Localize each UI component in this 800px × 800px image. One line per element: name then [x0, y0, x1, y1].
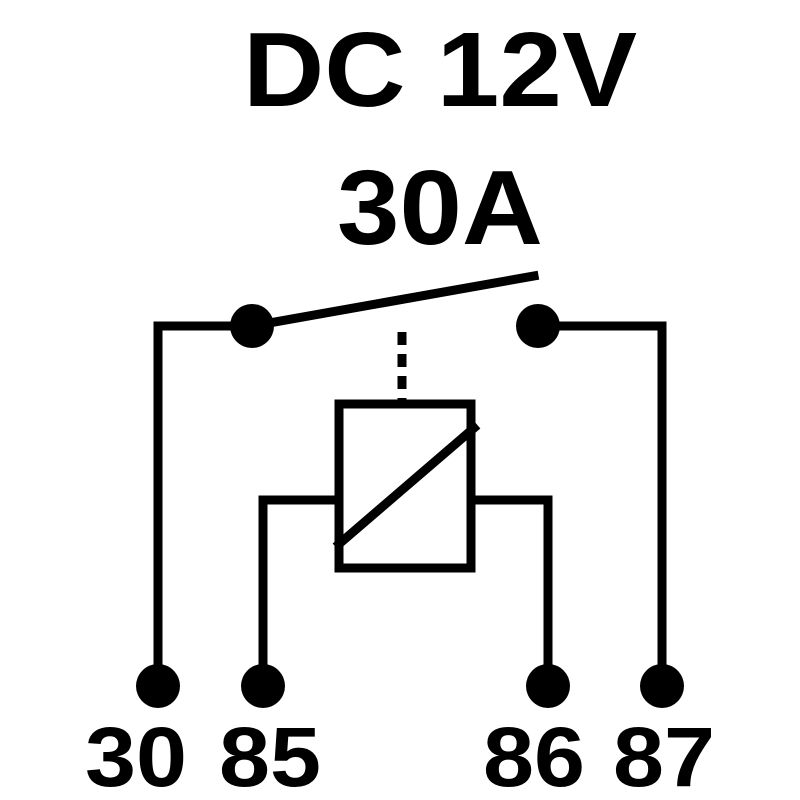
terminal-87 [640, 664, 684, 708]
wire-pin-85 [258, 495, 344, 689]
pin-label-85: 85 [219, 710, 321, 800]
voltage-rating: DC 12V [243, 11, 637, 129]
wire-pin-87 [533, 321, 667, 689]
switch-common-contact [230, 304, 274, 348]
wire-pin-86 [466, 495, 553, 689]
switch-arm [246, 270, 540, 332]
switch-no-contact [516, 304, 560, 348]
terminal-85 [241, 664, 285, 708]
pin-label-30: 30 [85, 710, 187, 800]
pin-label-86: 86 [483, 710, 585, 800]
pin-label-87: 87 [613, 710, 715, 800]
wire-pin-30 [153, 321, 257, 689]
current-rating: 30A [337, 149, 543, 267]
terminal-86 [526, 664, 570, 708]
coil-winding-diagonal [332, 421, 481, 551]
terminal-30 [136, 664, 180, 708]
